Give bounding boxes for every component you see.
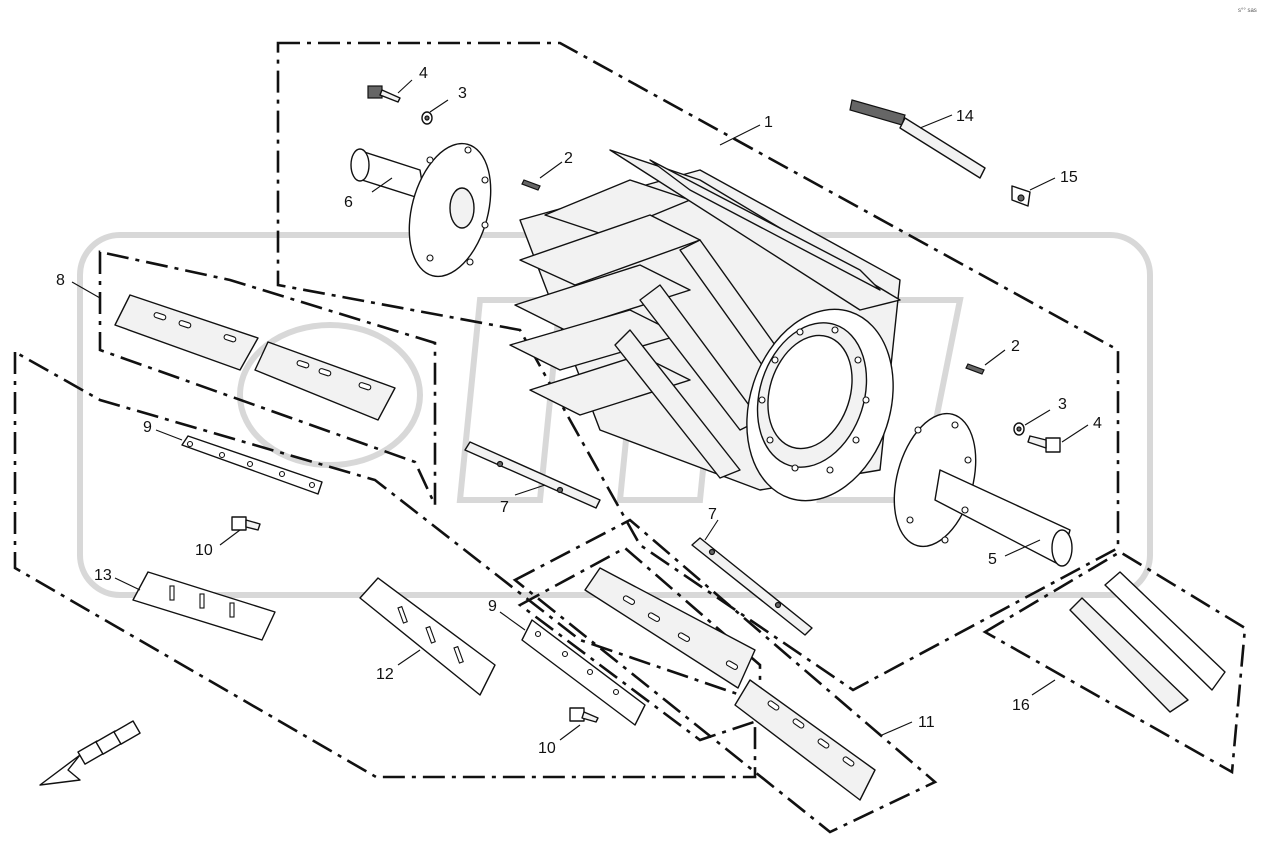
callout-10-bottom: 10 xyxy=(538,740,556,757)
callout-11: 11 xyxy=(918,714,935,731)
callout-10-left: 10 xyxy=(195,542,213,559)
washer-3-right xyxy=(1013,422,1025,436)
boundary-main-rotor xyxy=(276,41,1120,692)
callout-12: 12 xyxy=(376,666,394,683)
strip-9-bottom xyxy=(521,619,646,726)
callout-15: 15 xyxy=(1060,169,1078,186)
tool-14 xyxy=(849,99,986,179)
bolt-4-top xyxy=(367,85,401,103)
callout-5: 5 xyxy=(988,551,997,568)
callout-2-top: 2 xyxy=(564,150,573,167)
screw-2-top xyxy=(521,179,541,191)
boundary-knife-set-11 xyxy=(512,518,938,834)
washer-3-top xyxy=(421,111,433,125)
strip-7-right xyxy=(691,537,813,636)
knife-13 xyxy=(132,571,276,641)
direction-arrow-icon xyxy=(39,720,141,786)
screw-2-right xyxy=(965,363,985,375)
callout-16: 16 xyxy=(1012,697,1030,714)
strip-7-middle xyxy=(464,441,601,509)
boundary-knife-set-8 xyxy=(98,250,437,506)
strip-9-left xyxy=(181,435,323,495)
rotor-blades xyxy=(509,149,901,479)
bolt-4-right xyxy=(1027,435,1061,453)
fasteners xyxy=(231,85,1061,723)
rotor-end-holes xyxy=(758,326,870,474)
part-15 xyxy=(1011,185,1031,207)
callout-13: 13 xyxy=(94,567,112,584)
callout-9-bottom: 9 xyxy=(488,598,497,615)
knife-bar-upper xyxy=(584,567,756,689)
knife-12 xyxy=(359,577,496,696)
shaft-left xyxy=(350,142,492,278)
callout-8: 8 xyxy=(56,272,65,289)
corner-code: s°° sas xyxy=(1238,8,1257,14)
callout-9-left: 9 xyxy=(143,419,152,436)
callout-4-right: 4 xyxy=(1093,415,1102,432)
leader-lines xyxy=(71,79,1089,741)
bolt-10-left xyxy=(231,516,261,531)
callout-3-top: 3 xyxy=(458,85,467,102)
rotor-drum xyxy=(509,149,901,502)
shaft-right xyxy=(893,412,1073,567)
callout-1: 1 xyxy=(764,114,773,131)
bolt-10-bottom xyxy=(569,707,599,723)
callout-labels: 4 3 6 2 1 14 15 2 3 4 5 8 9 10 13 12 9 1… xyxy=(56,65,1102,757)
callout-6: 6 xyxy=(344,194,353,211)
callout-4-top: 4 xyxy=(419,65,428,82)
callout-2-right: 2 xyxy=(1011,338,1020,355)
callout-7-middle: 7 xyxy=(500,499,509,516)
knife-bars-8 xyxy=(114,294,396,421)
knife-11 xyxy=(734,679,876,801)
callout-3-right: 3 xyxy=(1058,396,1067,413)
spare-bar-16 xyxy=(1069,571,1226,713)
callout-14: 14 xyxy=(956,108,974,125)
callout-7-right: 7 xyxy=(708,506,717,523)
